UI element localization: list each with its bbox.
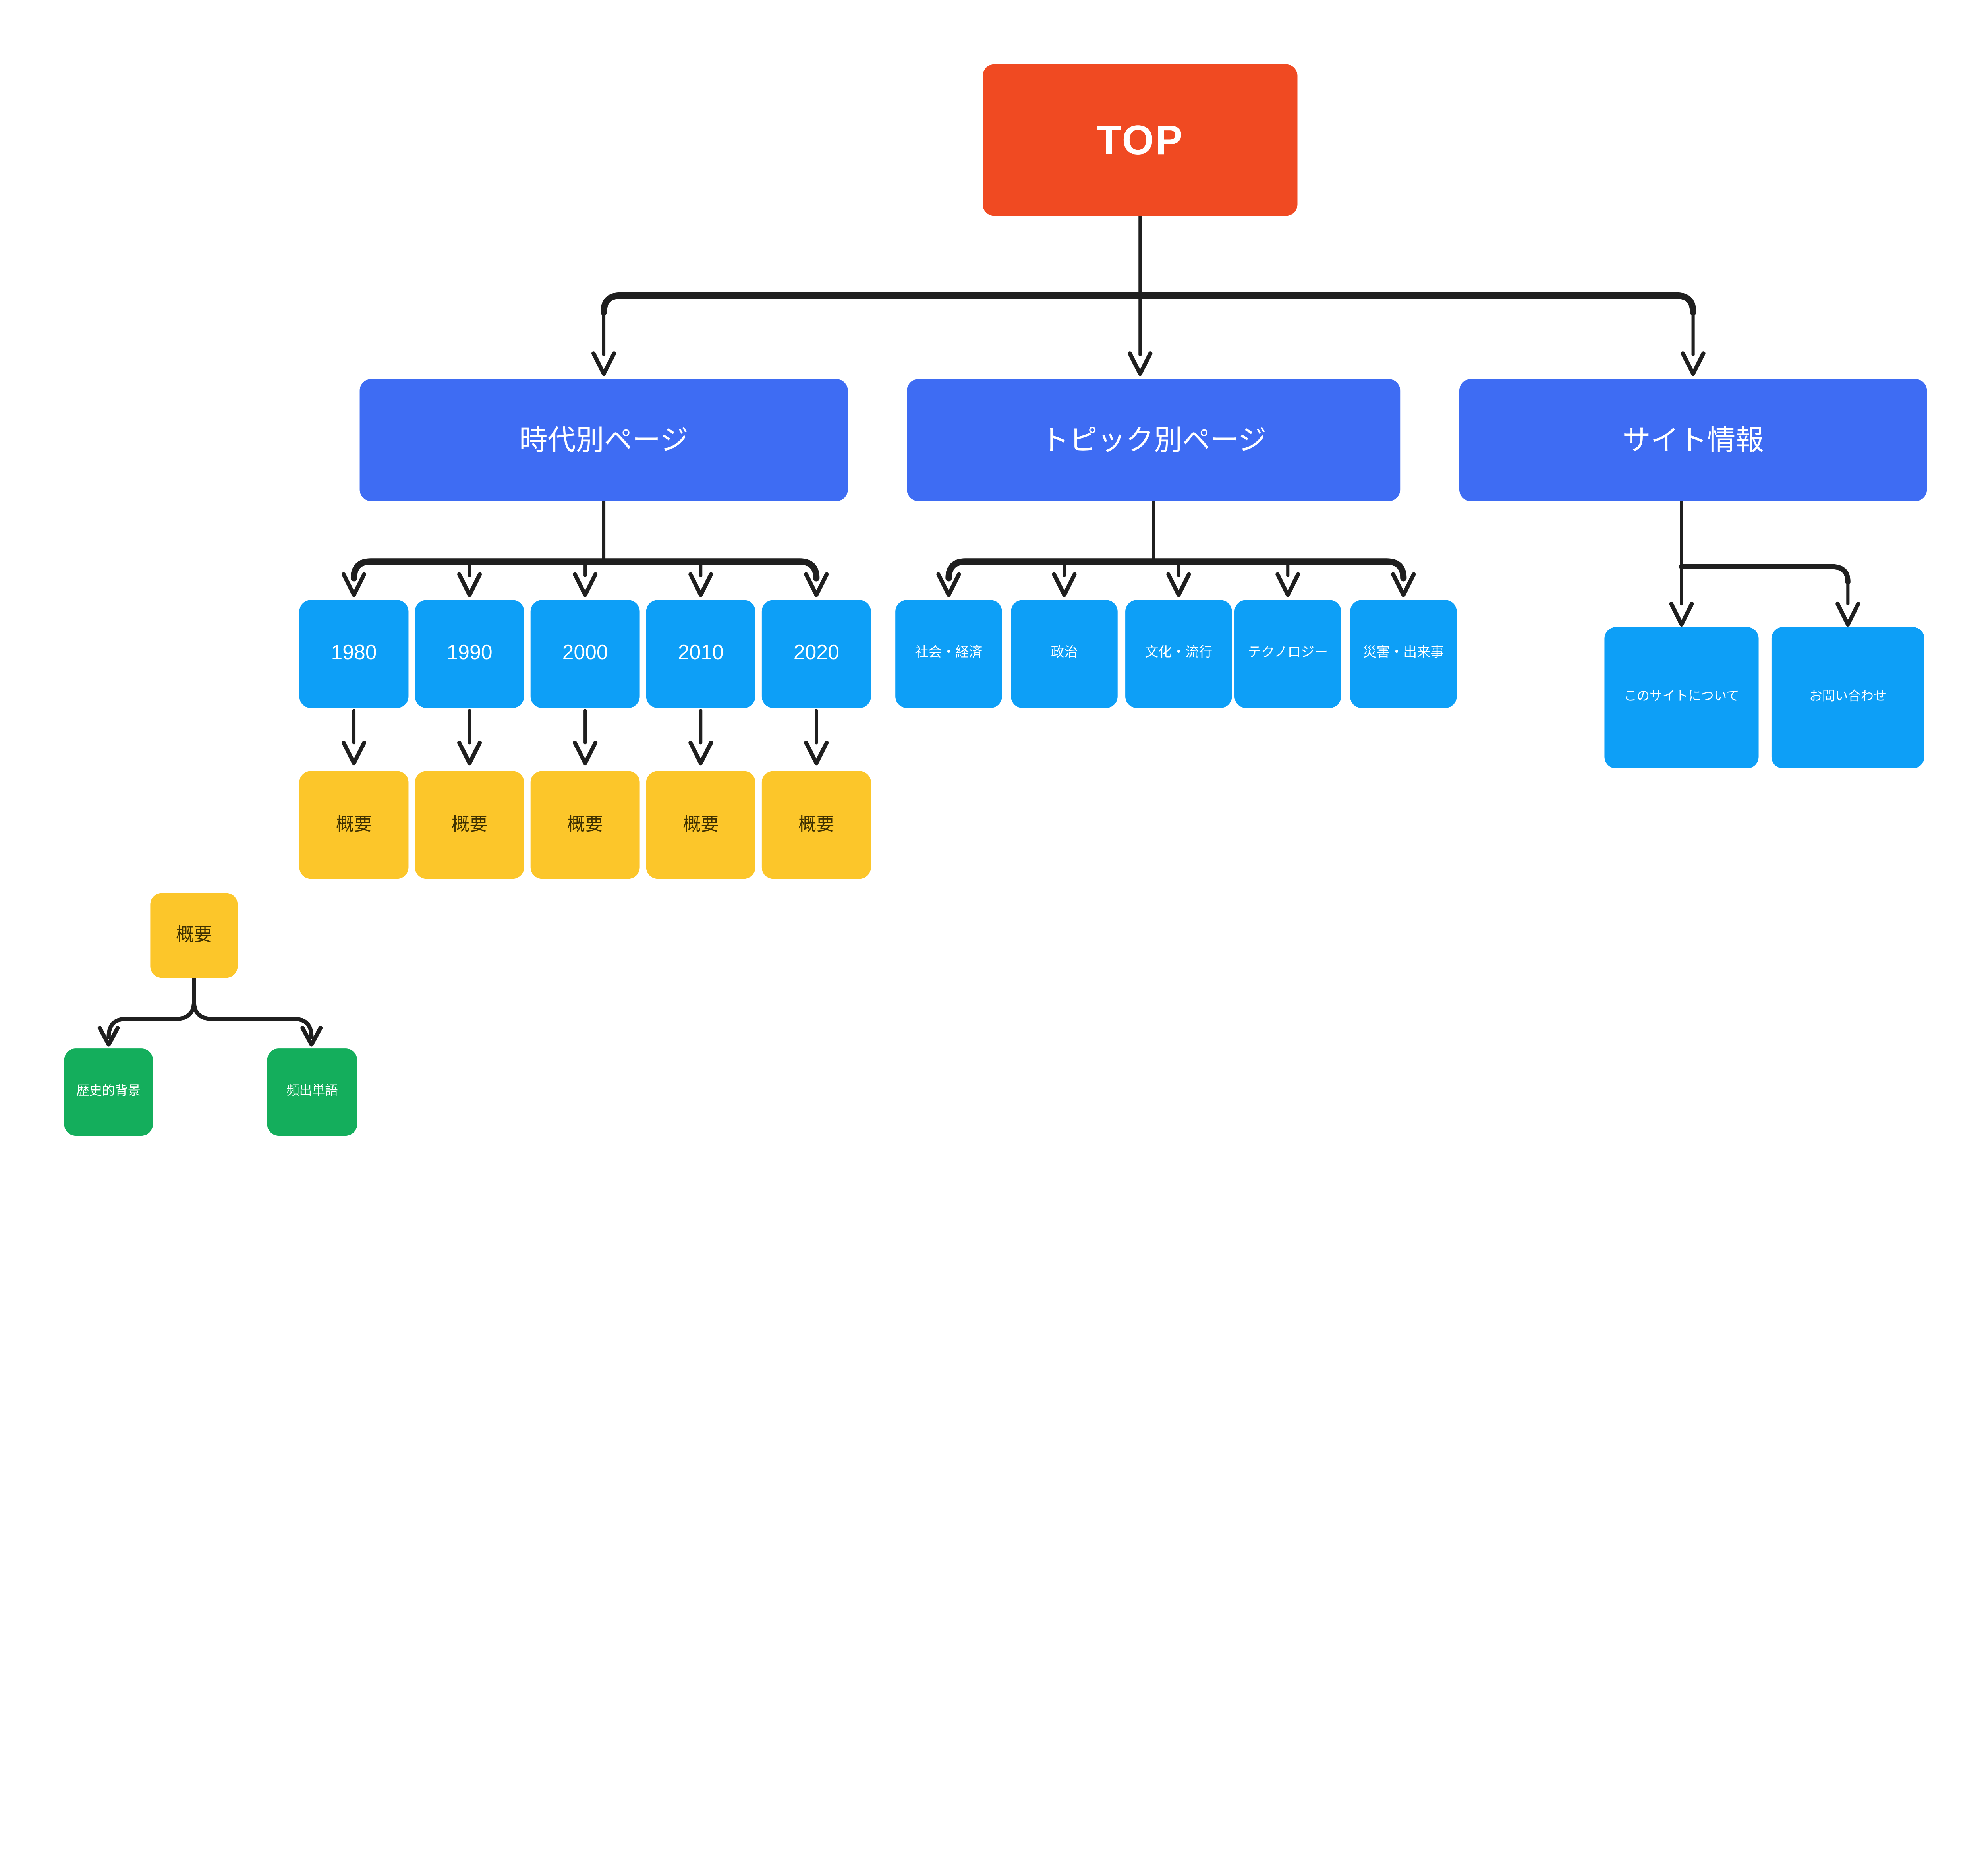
node-about-this-site: このサイトについて: [1604, 627, 1759, 769]
node-topic-politics: 政治: [1011, 600, 1118, 708]
node-topic-society-economy: 社会・経済: [895, 600, 1002, 708]
node-topic-culture-trends: 文化・流行: [1125, 600, 1232, 708]
connector-layer: [97, 214, 1860, 1047]
node-year-2010: 2010: [646, 600, 755, 708]
node-contact: お問い合わせ: [1771, 627, 1924, 769]
node-topic-technology-label: テクノロジー: [1248, 645, 1328, 661]
node-year-1990-label: 1990: [446, 642, 493, 665]
node-top: TOP: [983, 64, 1298, 216]
node-overview-2020: 概要: [761, 771, 871, 879]
node-overview-2000: 概要: [530, 771, 640, 879]
node-overview-1980: 概要: [299, 771, 409, 879]
node-overview-2020-label: 概要: [798, 814, 835, 834]
node-era-pages: 時代別ページ: [359, 379, 848, 501]
node-historical-background: 歴史的背景: [64, 1048, 153, 1136]
node-topic-politics-label: 政治: [1051, 645, 1078, 661]
node-year-2000-label: 2000: [562, 642, 608, 665]
node-era-pages-label: 時代別ページ: [519, 424, 688, 456]
node-overview-2010: 概要: [646, 771, 755, 879]
node-topic-culture-trends-label: 文化・流行: [1145, 645, 1213, 661]
node-year-2000: 2000: [530, 600, 640, 708]
node-year-2010-label: 2010: [678, 642, 724, 665]
node-topic-society-economy-label: 社会・経済: [915, 645, 983, 661]
node-topic-disasters-events: 災害・出来事: [1350, 600, 1457, 708]
node-frequent-words-label: 頻出単語: [286, 1084, 338, 1099]
node-detail-overview-label: 概要: [176, 924, 212, 945]
connector-era-fanout: [341, 499, 829, 597]
node-topic-technology: テクノロジー: [1234, 600, 1341, 708]
node-topic-pages-label: トピック別ページ: [1041, 424, 1267, 456]
connector-detail-fork: [97, 976, 323, 1047]
node-overview-1990-label: 概要: [451, 814, 488, 834]
node-year-1980-label: 1980: [331, 642, 377, 665]
node-year-2020-label: 2020: [793, 642, 839, 665]
node-detail-overview: 概要: [150, 893, 238, 978]
node-top-label: TOP: [1096, 117, 1184, 163]
node-overview-1980-label: 概要: [336, 814, 372, 834]
connector-topic-fanout: [936, 499, 1416, 597]
connector-siteinfo-fork: [1669, 499, 1860, 627]
connector-top-to-branches: [591, 214, 1706, 376]
node-topic-pages: トピック別ページ: [907, 379, 1401, 501]
node-site-info: サイト情報: [1459, 379, 1927, 501]
node-overview-1990: 概要: [415, 771, 524, 879]
node-site-info-label: サイト情報: [1622, 424, 1764, 456]
node-year-1980: 1980: [299, 600, 409, 708]
node-about-this-site-label: このサイトについて: [1624, 689, 1739, 704]
node-contact-label: お問い合わせ: [1809, 689, 1887, 704]
node-topic-disasters-events-label: 災害・出来事: [1363, 645, 1444, 661]
connector-years-to-overviews: [341, 709, 829, 766]
node-year-2020: 2020: [761, 600, 871, 708]
node-overview-2010-label: 概要: [682, 814, 719, 834]
node-year-1990: 1990: [415, 600, 524, 708]
node-historical-background-label: 歴史的背景: [76, 1084, 141, 1099]
node-overview-2000-label: 概要: [567, 814, 603, 834]
node-frequent-words: 頻出単語: [267, 1048, 357, 1136]
sitemap-diagram: TOP 時代別ページ トピック別ページ サイト情報 1980 1990 2000…: [64, 64, 1927, 1136]
